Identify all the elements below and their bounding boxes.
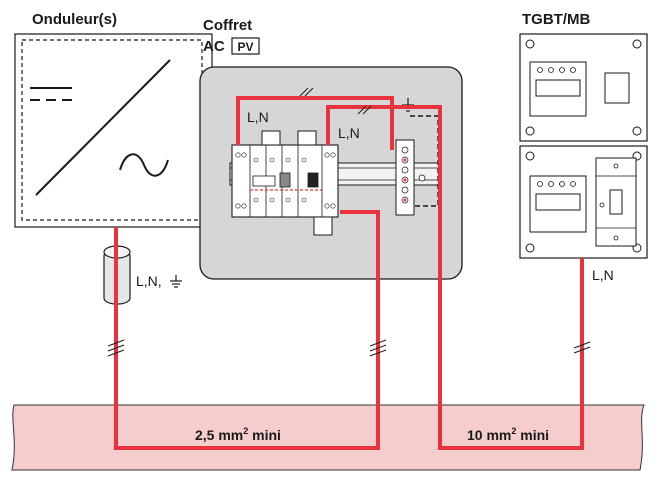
inverter-title: Onduleur(s): [32, 11, 117, 28]
wire-marker-icon: [107, 87, 591, 357]
cable-coffret-internal: [236, 96, 394, 150]
cable-section-1-label: 2,5 mm2 mini: [195, 426, 281, 443]
tgbt-upper-panel: [519, 33, 648, 142]
coffret-out-conductors-label: L,N: [338, 125, 360, 141]
trench-band: [11, 404, 645, 471]
pv-tag-box: [231, 37, 260, 55]
tgbt-lower-panel: [519, 145, 648, 259]
coffret-title-pv: PV: [237, 40, 253, 54]
coffret-in-conductors-label: L,N: [247, 109, 269, 125]
cable-section-2-label: 10 mm2 mini: [467, 426, 549, 443]
dc-ac-icon: [30, 59, 171, 196]
earth-terminal-block: [395, 139, 426, 216]
inverter-conductors-label: L,N,: [136, 273, 162, 289]
cable-coffret-to-tgbt: [380, 105, 584, 450]
coffret-title-line1: Coffret: [203, 17, 252, 34]
breaker-block: [231, 130, 339, 236]
coffret-title-ac: AC: [203, 38, 225, 55]
cable-inverter-to-coffret: [114, 210, 380, 450]
earth-ground-icon: [170, 275, 182, 288]
tgbt-title: TGBT/MB: [522, 11, 590, 28]
tgbt-conductors-label: L,N: [592, 267, 614, 283]
inverter: [14, 33, 213, 228]
